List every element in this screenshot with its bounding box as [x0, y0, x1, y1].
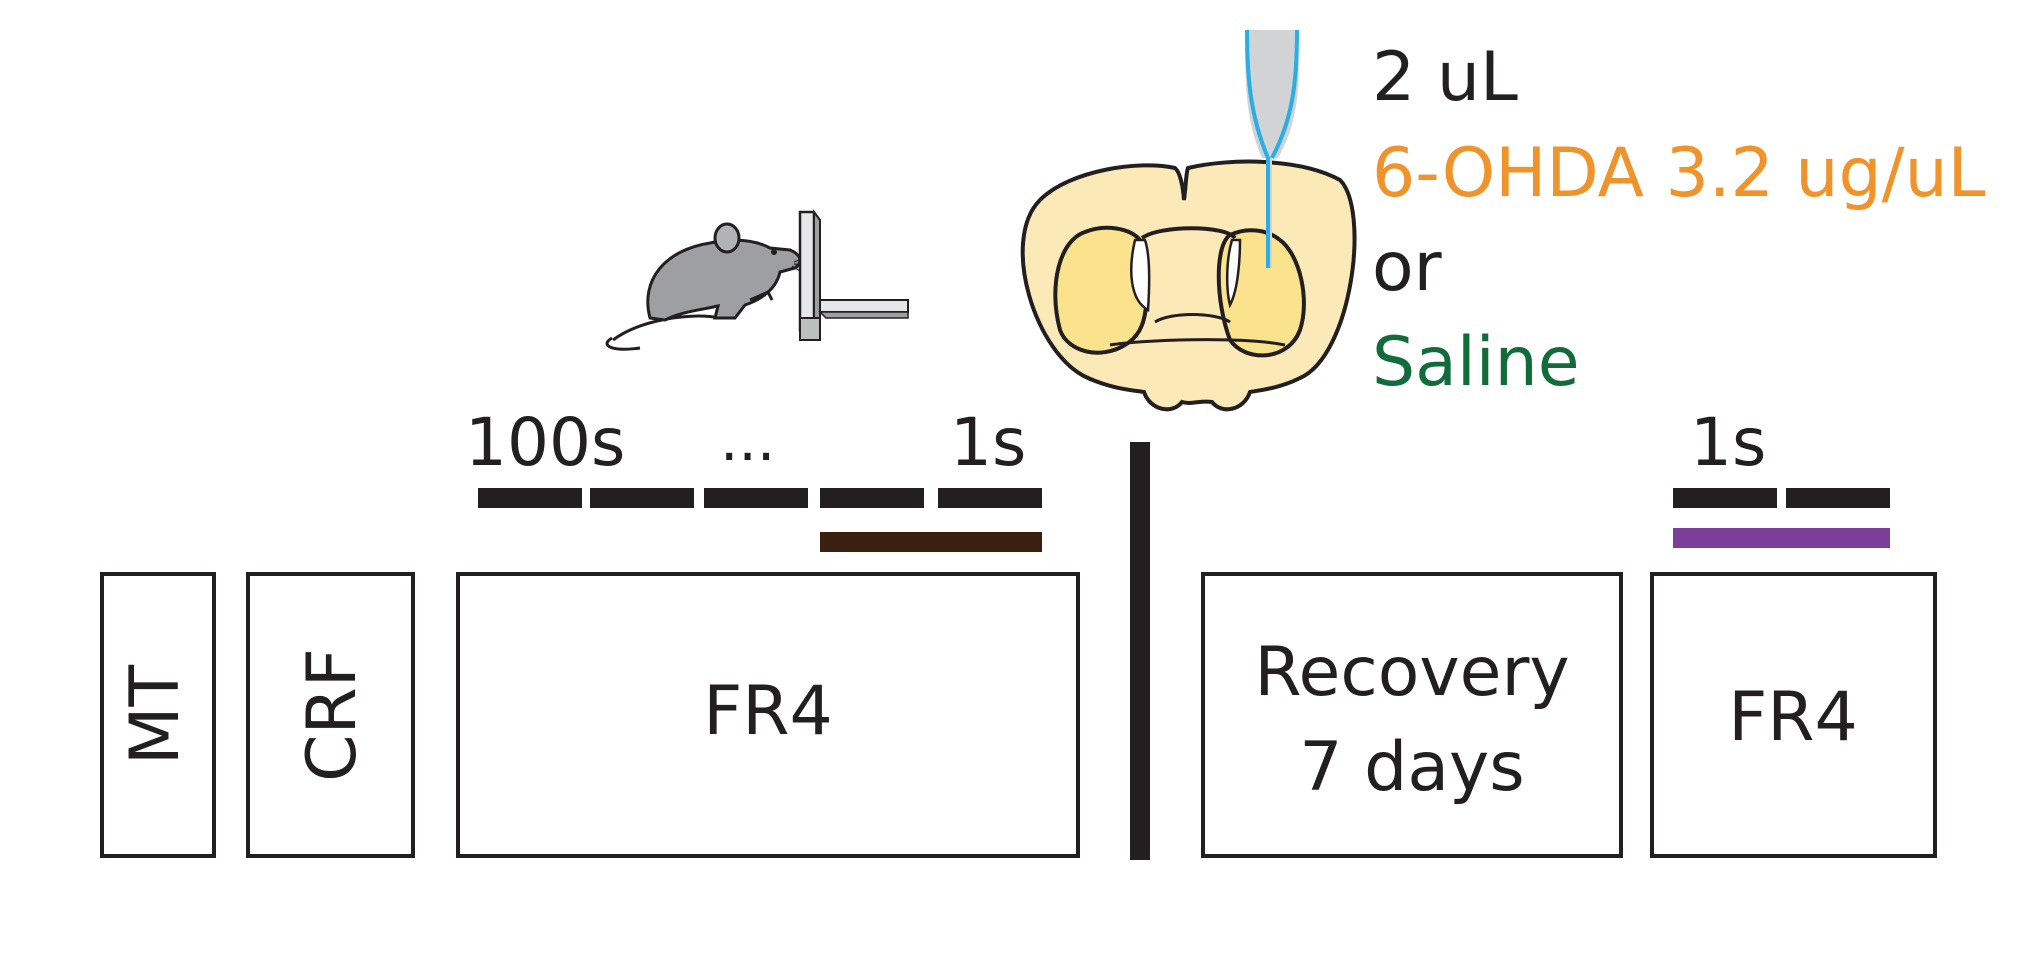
- surgery-divider: [1130, 442, 1150, 860]
- session-bar-3: [704, 488, 808, 508]
- timeline-start-label: 100s: [465, 404, 625, 481]
- box-recovery-line2: 7 days: [1299, 728, 1524, 807]
- pipette-icon: [1245, 29, 1299, 268]
- timeline-end-label: 1s: [950, 404, 1026, 481]
- timeline-ellipsis-label: ...: [720, 406, 775, 474]
- box-mt: MT: [100, 572, 216, 858]
- brain-section-icon: [1020, 159, 1357, 412]
- box-crf-label: CRF: [293, 648, 372, 782]
- session-bar-2: [590, 488, 694, 508]
- session-bar-1: [478, 488, 582, 508]
- mouse-icon: [605, 222, 815, 351]
- session-bar-5: [938, 488, 1042, 508]
- box-fr4-pre: FR4: [456, 572, 1080, 858]
- injection-or-label: or: [1372, 228, 1442, 307]
- box-crf: CRF: [246, 572, 415, 858]
- box-recovery: Recovery 7 days: [1201, 572, 1623, 858]
- box-fr4-pre-label: FR4: [703, 672, 833, 751]
- post-session-bar-2: [1786, 488, 1890, 508]
- injection-volume-label: 2 uL: [1372, 38, 1518, 117]
- injection-drug-label: 6-OHDA 3.2 ug/uL: [1372, 134, 1986, 213]
- injection-saline-label: Saline: [1372, 323, 1580, 402]
- post-session-bar-1: [1673, 488, 1777, 508]
- box-fr4-post: FR4: [1650, 572, 1937, 858]
- session-bar-4: [820, 488, 924, 508]
- lever-icon: [798, 209, 909, 341]
- box-recovery-line1: Recovery: [1254, 633, 1569, 712]
- box-mt-label: MT: [116, 664, 195, 765]
- box-fr4-post-label: FR4: [1728, 678, 1858, 757]
- baseline-bar-brown: [820, 532, 1042, 552]
- timeline-post-label: 1s: [1690, 404, 1766, 481]
- post-bar-purple: [1673, 528, 1890, 548]
